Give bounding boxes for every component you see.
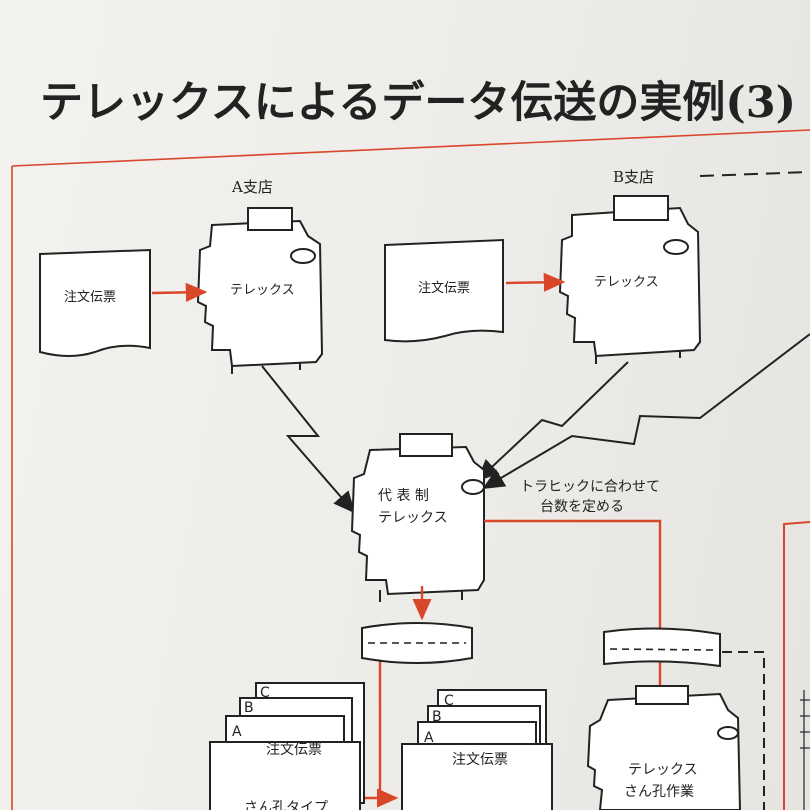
sheet-a-center: A xyxy=(424,730,434,746)
order-slip-b-label: 注文伝票 xyxy=(418,281,470,296)
traffic-note-line1: トラヒックに合わせて xyxy=(520,479,660,495)
branch-a-label: A支店 xyxy=(231,178,273,196)
rep-telex-line2: テレックス xyxy=(378,510,448,526)
order-slip-a xyxy=(39,248,151,357)
sheet-c-center: C xyxy=(444,693,454,709)
paper-tape-right xyxy=(603,627,721,668)
tape-punch-telex-machine xyxy=(586,685,742,810)
right-red-box xyxy=(783,521,810,810)
partial-grid-right xyxy=(800,690,810,810)
rep-telex-line1: 代 表 制 xyxy=(378,488,429,504)
representative-telex-machine xyxy=(350,433,485,602)
order-slip-left-label: 注文伝票 xyxy=(266,742,322,758)
link-b-to-center xyxy=(476,361,629,482)
page-title: テレックスによるデータ伝送の実例(3) xyxy=(40,78,796,128)
sheet-b-center: B xyxy=(432,709,442,725)
branch-b-label: B支店 xyxy=(613,168,654,186)
sheet-a-left: A xyxy=(232,724,242,740)
telex-machine-a xyxy=(196,207,324,374)
slip-stack-center xyxy=(401,689,553,810)
order-slip-b xyxy=(384,238,504,343)
paper-tape-center xyxy=(361,622,473,664)
dashed-link-right xyxy=(722,651,765,810)
order-slip-center-label: 注文伝票 xyxy=(452,752,508,768)
arrow-slip-to-telex-a xyxy=(151,282,208,302)
arrow-slip-to-telex-b xyxy=(505,272,566,292)
telex-b-label: テレックス xyxy=(594,275,659,290)
telex-a-label: テレックス xyxy=(230,283,295,298)
traffic-note-line2: 台数を定める xyxy=(540,499,624,515)
telex-machine-b xyxy=(558,195,702,364)
tape-punch-line2: さん孔作業 xyxy=(624,784,694,800)
link-c-to-center xyxy=(482,333,810,490)
tape-punch-line1: テレックス xyxy=(628,762,698,778)
sheet-b-left: B xyxy=(244,700,254,716)
red-frame xyxy=(11,129,810,810)
sheet-c-left: C xyxy=(260,685,270,701)
slip-stack-left xyxy=(209,682,365,810)
dashed-connection-top xyxy=(699,171,810,177)
order-slip-a-label: 注文伝票 xyxy=(64,290,116,305)
partial-bottom-label: さん孔タイプ xyxy=(244,800,328,810)
link-a-to-center xyxy=(261,365,356,514)
